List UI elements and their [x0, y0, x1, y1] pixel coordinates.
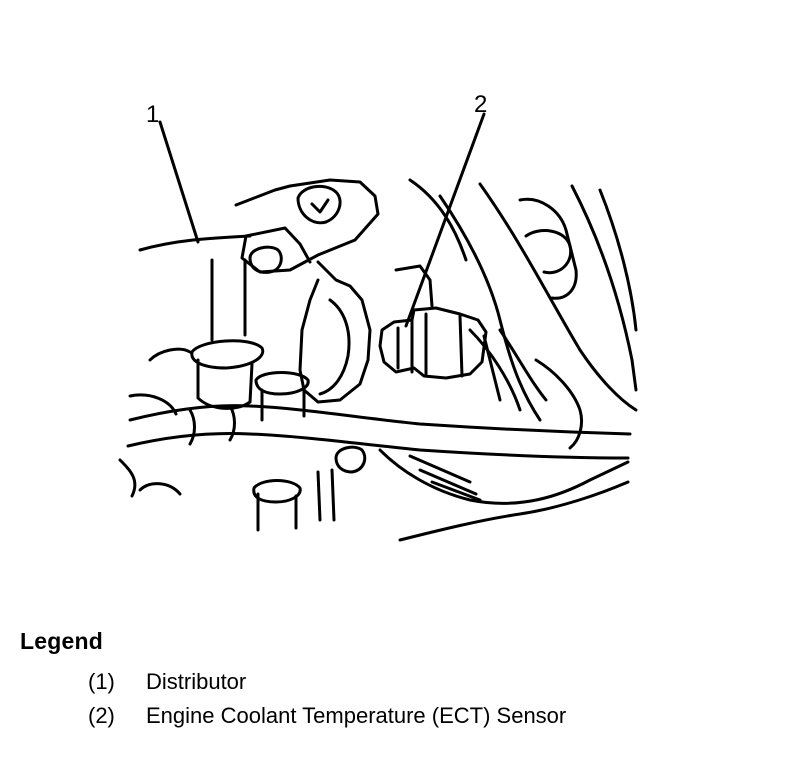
legend-item-code: (2)	[88, 703, 115, 728]
ect-sensor-outline	[378, 306, 488, 380]
legend-item-code: (1)	[88, 669, 115, 694]
bracket-bolt-outline	[296, 184, 342, 225]
legend-item-text: Distributor	[146, 669, 247, 694]
legend-list: (1) Distributor (2) Engine Coolant Tempe…	[20, 665, 780, 733]
callout-1: 1	[146, 101, 159, 128]
small-bolt-outline	[248, 245, 283, 274]
legend-item-text: Engine Coolant Temperature (ECT) Sensor	[146, 703, 567, 728]
injector-cup-left	[190, 339, 265, 410]
legend-heading: Legend	[20, 628, 103, 654]
wiring-harness-3	[570, 184, 638, 392]
mounting-bracket-outline	[234, 178, 380, 274]
legend-item: (1) Distributor	[88, 665, 780, 699]
leader-line-1	[158, 120, 200, 244]
callout-2: 2	[474, 91, 487, 118]
fuel-rail-lower	[126, 432, 630, 460]
legend-item: (2) Engine Coolant Temperature (ECT) Sen…	[88, 699, 780, 733]
injector-lower	[252, 479, 302, 532]
wiring-harness-2	[478, 182, 638, 412]
distributor-cap-outline	[138, 234, 252, 252]
legend: Legend (1) Distributor (2) Engine Coolan…	[20, 628, 780, 733]
injector-cup-middle	[254, 371, 310, 422]
housing-block-outline	[298, 260, 372, 404]
leader-line-2	[404, 112, 486, 328]
fuel-rail-upper	[128, 404, 632, 436]
engine-line-drawing: 1 2	[118, 91, 638, 542]
distributor-housing-outline	[210, 258, 247, 342]
wiring-harness-1	[438, 194, 542, 422]
